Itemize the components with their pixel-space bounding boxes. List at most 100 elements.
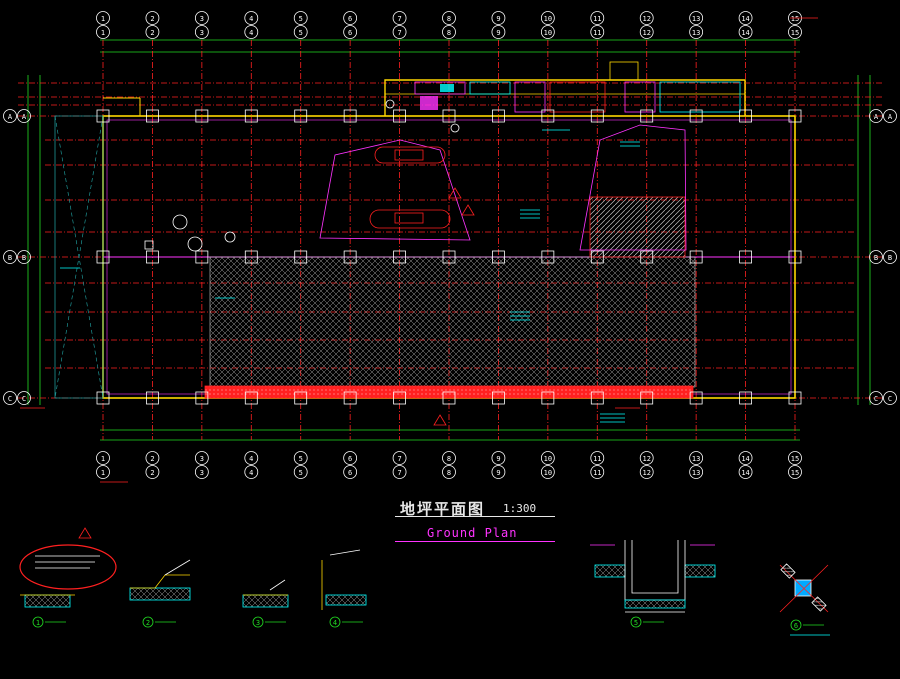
axis-bubble-col-bottom-sub-11: 11 <box>590 465 605 479</box>
axis-bubble-col-top-9: 9 <box>491 11 506 25</box>
interior-zones <box>144 124 687 426</box>
svg-text:6: 6 <box>348 455 352 463</box>
svg-text:7: 7 <box>397 29 401 37</box>
axis-bubble-row-left-sub-A: A <box>17 109 31 123</box>
svg-text:A: A <box>8 113 13 121</box>
detail-callout-2: 2 <box>142 616 176 628</box>
structural-column <box>294 250 308 264</box>
drawing-title-english: Ground Plan <box>427 526 518 540</box>
svg-text:C: C <box>888 395 892 403</box>
svg-text:A: A <box>888 113 893 121</box>
svg-text:2: 2 <box>150 455 154 463</box>
axis-bubble-col-top-sub-3: 3 <box>194 25 209 39</box>
structural-column <box>640 109 654 123</box>
svg-text:1: 1 <box>36 619 40 627</box>
axis-bubbles: 1111222233334444555566667777888899991010… <box>3 11 897 479</box>
axis-bubble-col-top-2: 2 <box>145 11 160 25</box>
structural-column <box>590 250 604 264</box>
axis-bubble-col-bottom-sub-8: 8 <box>442 465 456 479</box>
svg-text:A: A <box>22 113 27 121</box>
svg-text:3: 3 <box>200 469 204 477</box>
structural-column <box>294 109 308 123</box>
svg-text:12: 12 <box>642 469 650 477</box>
axis-bubble-col-bottom-sub-9: 9 <box>491 465 506 479</box>
svg-text:2: 2 <box>146 619 150 627</box>
svg-text:9: 9 <box>496 455 500 463</box>
svg-text:3: 3 <box>200 15 204 23</box>
annex-rooms <box>385 61 741 133</box>
svg-text:6: 6 <box>348 469 352 477</box>
axis-bubble-col-top-1: 1 <box>96 11 110 25</box>
structural-column <box>393 391 406 405</box>
svg-text:2: 2 <box>150 29 154 37</box>
axis-bubble-col-bottom-sub-14: 14 <box>738 465 753 479</box>
axis-bubble-row-left-sub-C: C <box>17 391 31 405</box>
svg-text:15: 15 <box>791 469 799 477</box>
axis-bubble-row-left-sub-B: B <box>17 250 31 264</box>
svg-text:9: 9 <box>496 15 500 23</box>
axis-bubble-row-right-sub-C: C <box>883 391 897 405</box>
structural-column <box>96 250 110 264</box>
svg-text:1: 1 <box>101 455 105 463</box>
axis-bubble-col-top-4: 4 <box>244 11 259 25</box>
axis-bubble-col-bottom-11: 11 <box>590 451 605 465</box>
svg-text:3: 3 <box>256 619 260 627</box>
svg-text:5: 5 <box>299 15 303 23</box>
axis-bubble-col-top-sub-11: 11 <box>590 25 605 39</box>
dimension-lines <box>27 39 871 441</box>
svg-text:11: 11 <box>593 15 601 23</box>
structural-column <box>541 250 555 264</box>
svg-text:6: 6 <box>794 622 798 630</box>
drawing-scale: 1:300 <box>503 502 537 515</box>
svg-text:9: 9 <box>496 29 500 37</box>
structural-column <box>195 391 209 405</box>
structural-column <box>393 109 406 123</box>
axis-bubble-row-right-C: C <box>869 391 883 405</box>
svg-text:10: 10 <box>544 455 552 463</box>
svg-text:3: 3 <box>200 29 204 37</box>
axis-bubble-col-top-sub-9: 9 <box>491 25 506 39</box>
svg-text:8: 8 <box>447 15 451 23</box>
svg-text:10: 10 <box>544 29 552 37</box>
structural-column <box>492 250 505 264</box>
axis-bubble-col-top-sub-14: 14 <box>738 25 753 39</box>
axis-bubble-col-bottom-sub-2: 2 <box>145 465 160 479</box>
axis-bubble-col-top-sub-5: 5 <box>293 25 308 39</box>
detail-callout-5: 5 <box>630 616 664 628</box>
structural-column <box>689 391 703 405</box>
svg-text:3: 3 <box>200 455 204 463</box>
svg-text:2: 2 <box>150 469 154 477</box>
axis-bubble-col-top-3: 3 <box>194 11 209 25</box>
axis-bubble-col-bottom-sub-13: 13 <box>689 465 704 479</box>
axis-bubble-col-bottom-2: 2 <box>145 451 160 465</box>
svg-text:7: 7 <box>397 15 401 23</box>
axis-bubble-row-right-sub-A: A <box>883 109 897 123</box>
axis-bubble-col-top-13: 13 <box>689 11 704 25</box>
detail-callout-4: 4 <box>329 616 363 628</box>
svg-text:1: 1 <box>101 15 105 23</box>
svg-text:2: 2 <box>150 15 154 23</box>
axis-bubble-col-bottom-6: 6 <box>343 451 358 465</box>
svg-text:4: 4 <box>249 455 253 463</box>
structural-column <box>640 250 654 264</box>
svg-text:B: B <box>888 254 892 262</box>
structural-column <box>294 391 308 405</box>
svg-text:4: 4 <box>249 15 253 23</box>
svg-text:14: 14 <box>741 15 749 23</box>
svg-text:14: 14 <box>741 455 749 463</box>
svg-text:A: A <box>874 113 879 121</box>
structural-column <box>195 250 209 264</box>
axis-bubble-col-bottom-sub-7: 7 <box>392 465 407 479</box>
svg-text:12: 12 <box>642 29 650 37</box>
axis-bubble-col-top-10: 10 <box>540 11 555 25</box>
svg-text:5: 5 <box>299 455 303 463</box>
axis-bubble-row-left-A: A <box>3 109 17 123</box>
structural-column <box>195 109 209 123</box>
svg-text:13: 13 <box>692 15 700 23</box>
axis-bubble-col-top-sub-7: 7 <box>392 25 407 39</box>
svg-text:C: C <box>874 395 878 403</box>
axis-bubble-col-bottom-7: 7 <box>392 451 407 465</box>
structural-column <box>788 250 802 264</box>
svg-text:13: 13 <box>692 29 700 37</box>
